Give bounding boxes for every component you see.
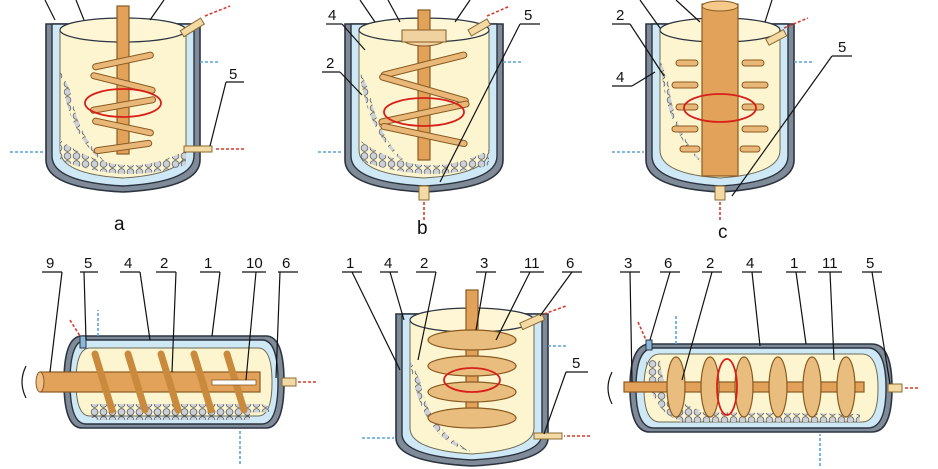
callout-5-d: 5 (84, 255, 92, 272)
callout-5-c: 5 (838, 39, 846, 56)
panel-a-reactor: 5 a (10, 0, 244, 235)
callout-11-f: 11 (822, 255, 838, 272)
callout-10-d: 10 (246, 255, 263, 272)
callout-5-a: 5 (229, 66, 237, 83)
callout-4-c: 4 (616, 69, 624, 86)
callout-2-f: 2 (706, 255, 714, 272)
mixing-swirl-c (683, 93, 757, 123)
callout-4-b: 4 (328, 7, 336, 24)
mixing-swirl-e (443, 367, 501, 393)
rods-a (89, 51, 157, 155)
callout-4-f: 4 (746, 255, 754, 272)
callouts-c: 2 4 5 (612, 0, 852, 197)
callouts-e: 1 4 2 3 11 6 5 (342, 255, 588, 435)
callout-1-f: 1 (790, 255, 798, 272)
callout-2-d: 2 (160, 255, 168, 272)
hollow-shaft-c (701, 3, 739, 177)
callout-9-d: 9 (46, 255, 54, 272)
callout-2-c: 2 (616, 7, 624, 24)
outlet-pipe-a (183, 145, 213, 153)
panel-label-b: b (417, 218, 428, 239)
callouts-b: 4 2 5 (322, 0, 540, 183)
rods-b (378, 51, 470, 148)
callout-6-d: 6 (282, 255, 290, 272)
callout-11-e: 11 (524, 255, 540, 272)
callout-2-b: 2 (326, 55, 334, 72)
panel-label-c: c (718, 222, 728, 243)
callout-6-f: 6 (664, 255, 672, 272)
callout-1-e: 1 (346, 255, 354, 272)
mixing-swirl-b (383, 97, 465, 127)
callout-3-f: 3 (624, 255, 632, 272)
rotation-arrow-d (21, 365, 27, 399)
panel-f-reactor: 3 6 2 4 1 11 5 (607, 255, 918, 466)
callout-6-e: 6 (566, 255, 574, 272)
callout-3-e: 3 (480, 255, 488, 272)
callouts-f: 3 6 2 4 1 11 5 (620, 255, 891, 385)
leader-5-a (209, 81, 227, 147)
rotation-arrow-f (607, 371, 613, 405)
mixing-swirl-a (84, 88, 162, 118)
callout-5-b: 5 (524, 7, 532, 24)
callout-4-e: 4 (384, 255, 392, 272)
panel-label-a: a (114, 214, 125, 235)
mixing-swirl-f (716, 358, 738, 416)
callout-5-e: 5 (572, 355, 580, 372)
granules-a-bottom (60, 140, 186, 174)
studs-c (671, 59, 769, 153)
callout-4-d: 4 (124, 255, 132, 272)
panel-d-reactor: 9 5 4 2 1 10 6 (21, 255, 318, 464)
panel-b-reactor: 4 2 5 b (318, 0, 540, 239)
callouts-d: 9 5 4 2 1 10 6 (42, 255, 298, 381)
callout-2-e: 2 (420, 255, 428, 272)
inlet-pipe-a (179, 17, 205, 38)
callout-5-f: 5 (866, 255, 874, 272)
discs-f (666, 356, 856, 418)
arrow-out-a (204, 5, 231, 17)
callout-1-d: 1 (204, 255, 212, 272)
panel-e-reactor: 1 4 2 3 11 6 5 (342, 255, 590, 467)
panel-c-reactor: 2 4 5 c (612, 0, 852, 243)
